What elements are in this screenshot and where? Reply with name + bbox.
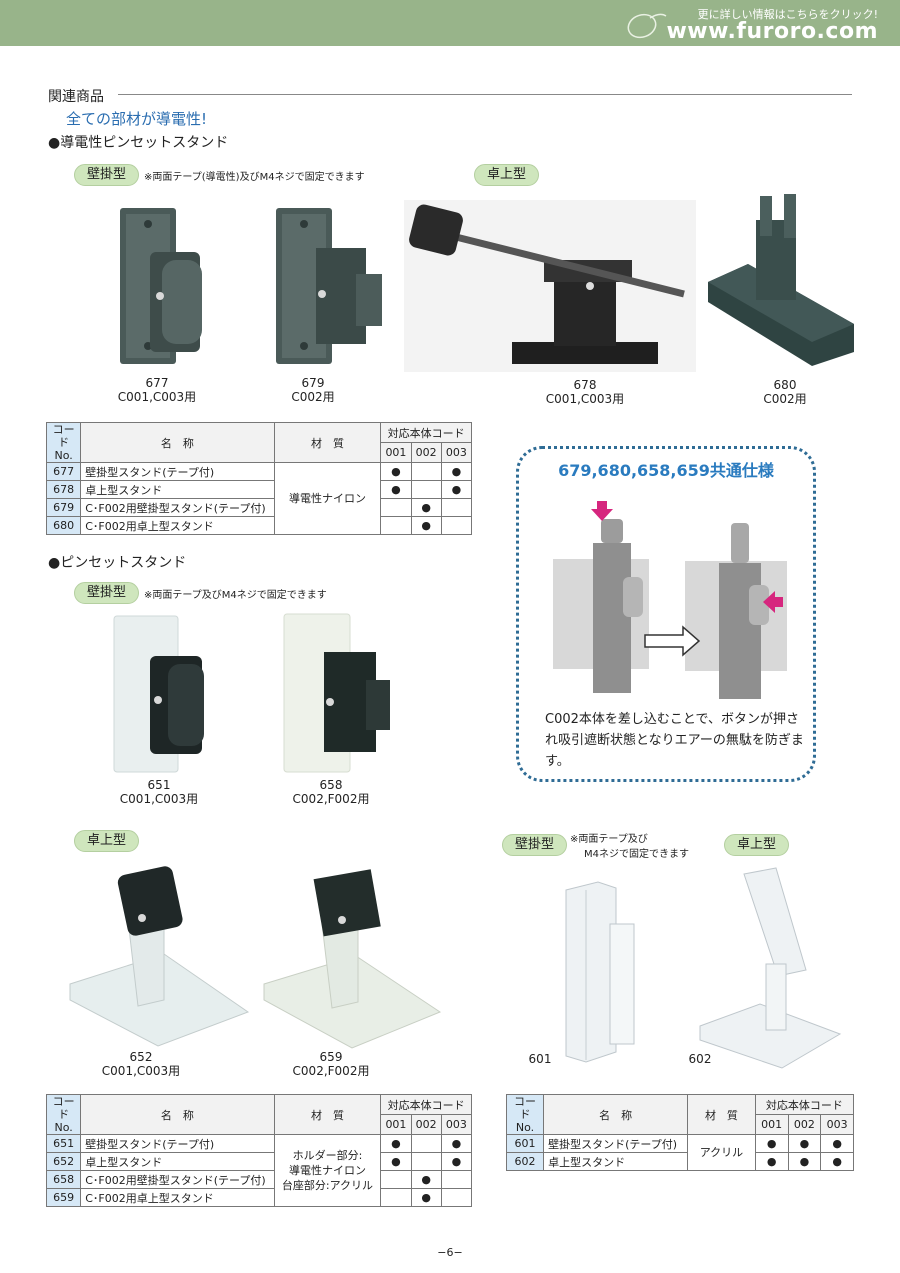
compat-header: 対応本体コード bbox=[380, 422, 472, 443]
desk-label: 卓上型 bbox=[474, 164, 540, 186]
compat-header: 対応本体コード bbox=[754, 1094, 855, 1115]
name-header: 名 称 bbox=[80, 422, 275, 463]
section-title: 関連商品 bbox=[48, 89, 104, 105]
desk-label: 卓上型 bbox=[724, 834, 790, 856]
mount-note: ※両面テープ(導電性)及びM4ネジで固定できます bbox=[144, 172, 365, 183]
material-cell: 導電性ナイロン bbox=[273, 462, 382, 535]
material-cell: アクリル bbox=[687, 1134, 756, 1171]
header-tagline: 更に詳しい情報はこちらをクリック! bbox=[697, 8, 878, 21]
material-header: 材 質 bbox=[273, 422, 382, 463]
desk-label: 卓上型 bbox=[74, 830, 140, 852]
wall-label: 壁掛型 bbox=[502, 834, 568, 856]
product-678-image bbox=[404, 200, 696, 372]
wall-label: 壁掛型 bbox=[74, 164, 140, 186]
wall-label: 壁掛型 bbox=[74, 582, 140, 604]
product-602-image bbox=[699, 867, 842, 1069]
product-680-image bbox=[708, 194, 854, 366]
product-679-image bbox=[276, 208, 382, 364]
product-601-image bbox=[565, 881, 635, 1063]
common-spec-callout: 679,680,658,659共通仕様 C002本体を差し込むことで、ボタンが押… bbox=[516, 446, 816, 782]
product-601-caption: 601 bbox=[528, 1052, 552, 1066]
callout-title: 679,680,658,659共通仕様 bbox=[558, 461, 774, 480]
product-602-caption: 602 bbox=[688, 1052, 712, 1066]
product-677-image bbox=[120, 208, 202, 364]
name-header: 名 称 bbox=[80, 1094, 275, 1135]
material-header: 材 質 bbox=[687, 1094, 756, 1135]
mount-note: ※両面テープ及びM4ネジで固定できます bbox=[144, 590, 327, 601]
product-652-image bbox=[69, 866, 250, 1047]
page-number: −6− bbox=[437, 1246, 463, 1259]
material-header: 材 質 bbox=[273, 1094, 382, 1135]
section-rule bbox=[118, 94, 852, 95]
header-bar: 更に詳しい情報はこちらをクリック! www.furoro.com bbox=[0, 0, 900, 46]
group1-title: ●導電性ピンセットスタンド bbox=[48, 135, 229, 151]
compat-header: 対応本体コード bbox=[380, 1094, 472, 1115]
callout-description: C002本体を差し込むことで、ボタンが押され吸引遮断状態となりエアーの無駄を防ぎ… bbox=[545, 712, 804, 769]
name-header: 名 称 bbox=[543, 1094, 689, 1135]
website-link[interactable]: www.furoro.com bbox=[666, 19, 878, 44]
mouse-icon bbox=[627, 13, 667, 39]
headline: 全ての部材が導電性! bbox=[66, 110, 208, 128]
material-cell: ホルダー部分:導電性ナイロン台座部分:アクリル bbox=[273, 1134, 382, 1207]
group2-title: ●ピンセットスタンド bbox=[48, 555, 187, 571]
product-651-image bbox=[113, 615, 204, 773]
product-658-image bbox=[283, 613, 390, 773]
mechanism-illustration bbox=[553, 501, 787, 699]
product-659-image bbox=[263, 869, 442, 1049]
